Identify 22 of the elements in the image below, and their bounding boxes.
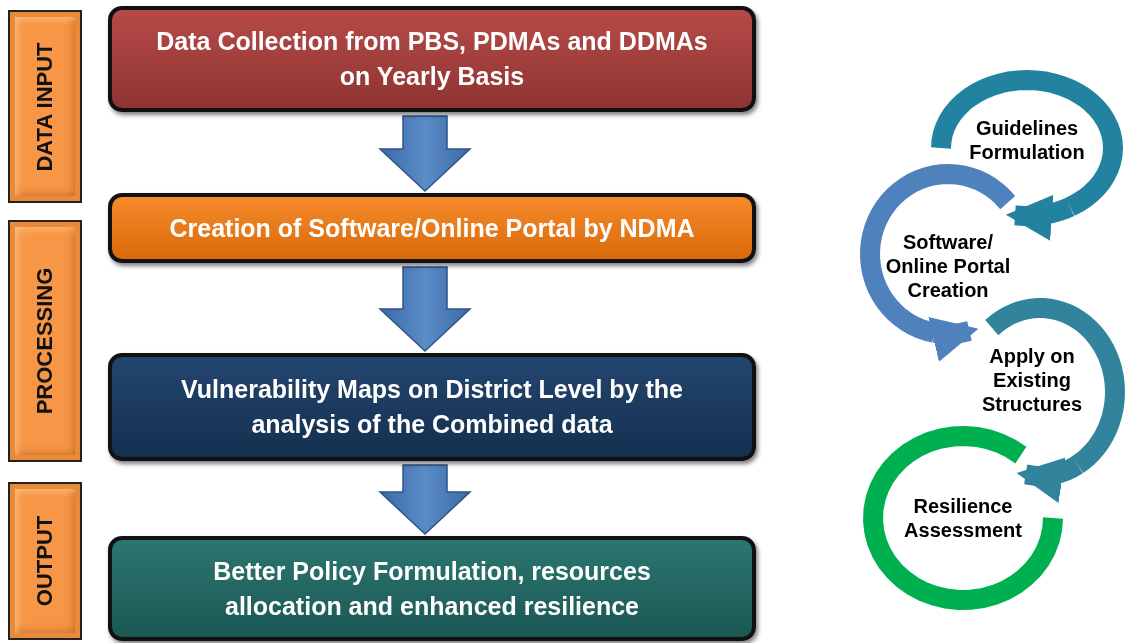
stage-label: OUTPUT [32,515,58,607]
step-label: Apply on Existing Structures [981,344,1083,416]
box-text: Data Collection from PBS, PDMAs and DDMAs on Yearly Basis [155,26,709,92]
box-text: Better Policy Formulation, resources allocation and enhanced resilience [212,555,652,622]
stage-label-box [8,220,82,462]
arrow [925,317,979,362]
stage-label: PROCESSING [32,267,58,415]
step-label: Guidelines Formulation [968,116,1086,164]
process-box [108,6,756,112]
stage-label-box [8,10,82,203]
process-box [108,353,756,461]
step-label: Resilience Assessment [903,494,1023,542]
arrow [378,115,472,193]
process-box [108,193,756,263]
process-box [108,536,756,641]
step-label: Software/ Online Portal Creation [884,230,1012,302]
arrow [378,464,472,536]
box-text: Creation of Software/Online Portal by NDMA [169,212,695,244]
stage-label: DATA INPUT [32,41,58,172]
stage-label-box [8,482,82,640]
arrow [378,266,472,353]
box-text: Vulnerability Maps on District Level by the analysis of the Combined data [180,374,684,440]
